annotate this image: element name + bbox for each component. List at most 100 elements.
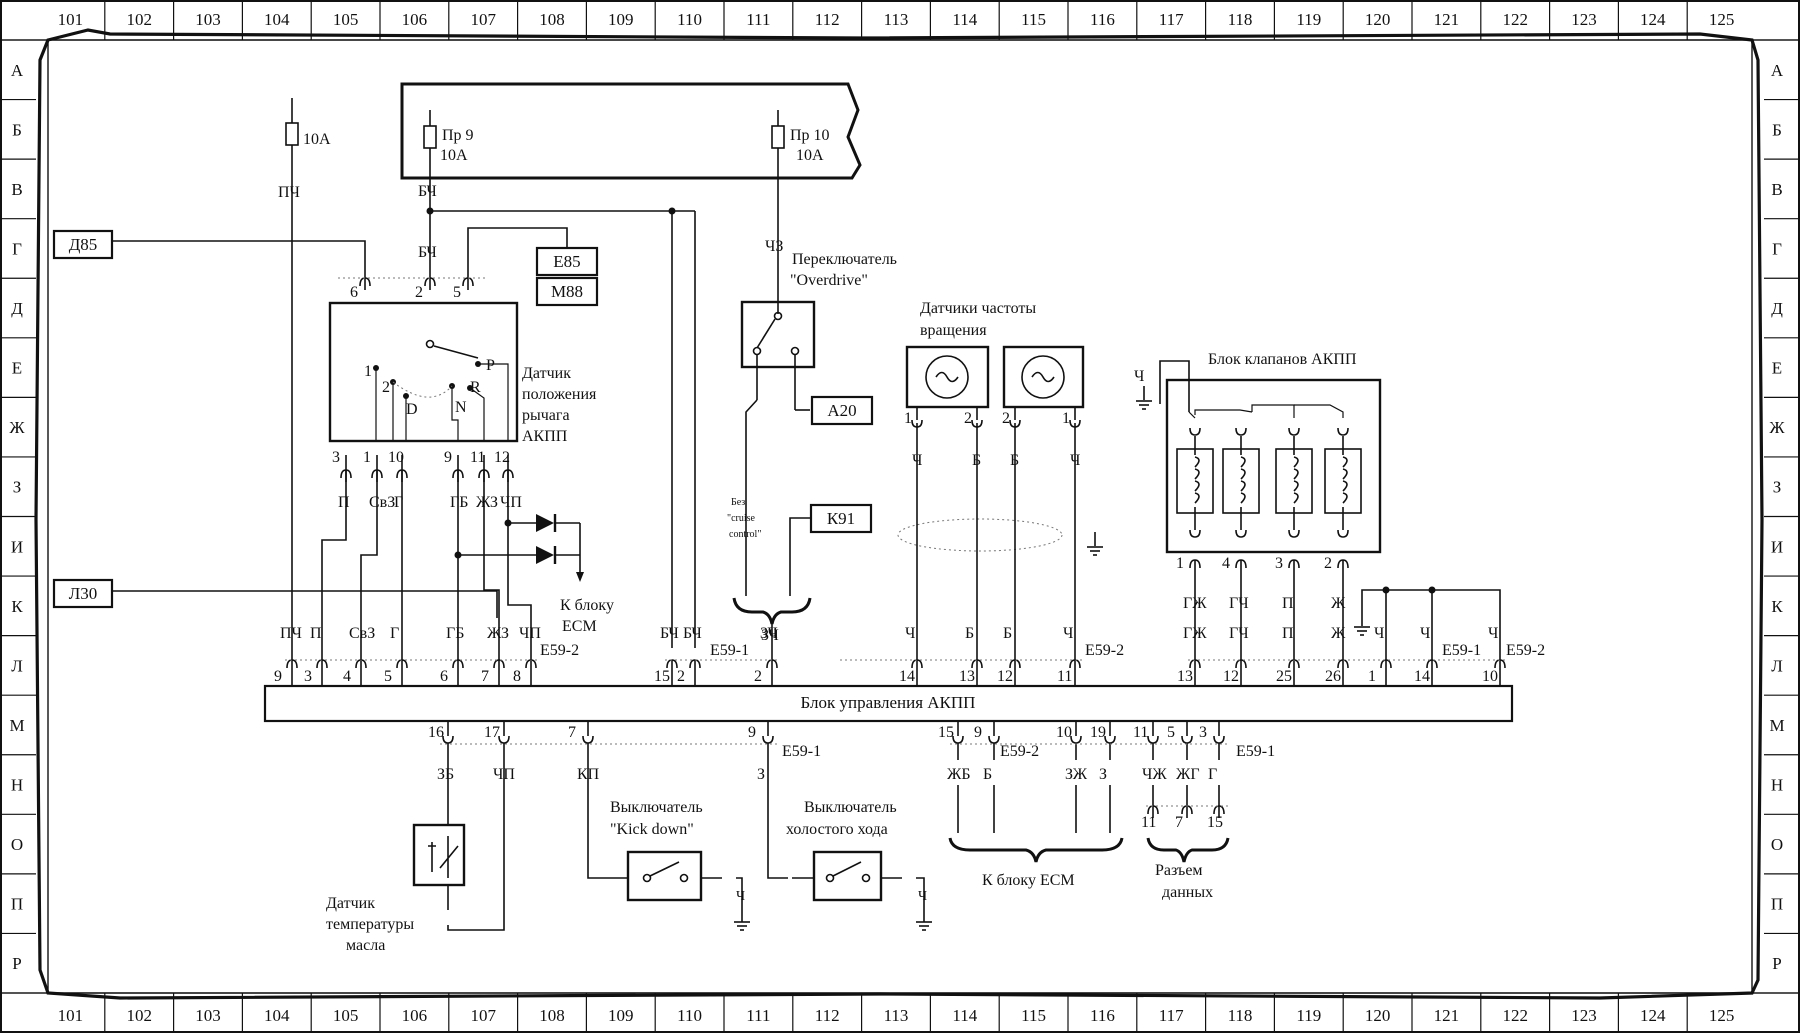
- fuse-1: 10A ПЧ: [278, 98, 331, 230]
- data-pin-15: 15: [1207, 814, 1223, 831]
- lever-top-pin-2: 2: [415, 284, 423, 301]
- row-label-right-О: О: [1771, 835, 1783, 854]
- wire-bch-mid: БЧ: [418, 244, 437, 261]
- tcu-top-connections: ПЧ9П3СвЗ4Г5ГБ6ЖЗ7ЧП8БЧ15БЧ2ЗЧ2Ч14Б13Б12Ч…: [274, 625, 1545, 686]
- column-label-120: 120: [1365, 10, 1391, 29]
- tcu-bottom-pin-9: 9: [974, 724, 982, 741]
- column-label-bottom-111: 111: [746, 1006, 770, 1025]
- connector-pin: [1337, 529, 1349, 538]
- lever-wire-СвЗ: СвЗ: [369, 494, 395, 511]
- tcu-top-pin-14: 14: [899, 668, 915, 685]
- tcu-top-connector-2: Е59-2: [1085, 642, 1124, 659]
- row-label-right-Е: Е: [1772, 359, 1782, 378]
- row-label-right-Л: Л: [1771, 656, 1783, 675]
- tcu-top-pin-9: 9: [274, 668, 282, 685]
- lever-position-1: 1: [364, 363, 372, 380]
- lever-bottom-pin-12: 12: [494, 449, 510, 466]
- row-label-right-М: М: [1769, 716, 1784, 735]
- tcu-top-connector-1: Е59-1: [710, 642, 749, 659]
- connector-pin: [1288, 529, 1300, 538]
- overdrive-title-2: "Overdrive": [790, 272, 868, 289]
- column-label-bottom-124: 124: [1640, 1006, 1666, 1025]
- diode-2: [536, 546, 580, 564]
- column-label-108: 108: [539, 10, 565, 29]
- column-label-111: 111: [746, 10, 770, 29]
- row-label-left-П: П: [11, 895, 23, 914]
- tcu-top-wire-11: Б: [965, 625, 974, 642]
- lever-bottom-pin-10: 10: [388, 449, 404, 466]
- tcu-bottom-wire-Б: Б: [983, 766, 992, 783]
- row-label-right-Б: Б: [1772, 120, 1782, 139]
- column-label-bottom-115: 115: [1021, 1006, 1046, 1025]
- data-pin-7: 7: [1175, 814, 1183, 831]
- valve-wire-ГЧ: ГЧ: [1229, 595, 1249, 612]
- valve-pin-4: 4: [1222, 555, 1230, 572]
- ref-d85: Д85: [52, 229, 366, 278]
- tcu-bottom-wire-З: З: [1099, 766, 1107, 783]
- overdrive-bottom-wire: ЗЧ: [761, 627, 779, 644]
- valve-block-title: Блок клапанов АКПП: [1208, 351, 1357, 368]
- column-label-bottom-117: 117: [1159, 1006, 1184, 1025]
- row-label-right-Н: Н: [1771, 776, 1783, 795]
- column-label-bottom-110: 110: [677, 1006, 702, 1025]
- tcu-bottom-wire-З: З: [757, 766, 765, 783]
- column-label-bottom-112: 112: [815, 1006, 840, 1025]
- idle-title-1: Выключатель: [804, 799, 897, 816]
- tcu-top-pin-13: 13: [1177, 668, 1193, 685]
- column-label-bottom-116: 116: [1090, 1006, 1115, 1025]
- tcu-bottom-wire-ЗЖ: ЗЖ: [1065, 766, 1088, 783]
- oil-title-1: Датчик: [326, 895, 375, 912]
- tcu-top-pin-1: 1: [1368, 668, 1376, 685]
- ref-l30: Л30: [52, 578, 498, 618]
- speed-ground-icon: [1087, 546, 1103, 556]
- tcu-bottom-pin-11: 11: [1133, 724, 1148, 741]
- lever-top-pin-6: 6: [350, 284, 358, 301]
- row-label-right-К: К: [1771, 597, 1783, 616]
- row-label-left-Ж: Ж: [9, 418, 25, 437]
- fuse-1-rating: 10A: [303, 131, 331, 148]
- tcu-bottom-connector-1: Е59-2: [1000, 743, 1039, 760]
- tcu-top-pin-6: 6: [440, 668, 448, 685]
- column-label-113: 113: [884, 10, 909, 29]
- tcu-top-pin-11: 11: [1057, 668, 1072, 685]
- column-label-107: 107: [470, 10, 496, 29]
- fuse-pr10: Пр 10 10A: [771, 110, 830, 175]
- tcu-top-wire-1: П: [310, 625, 322, 642]
- lever-to-tcu-wiring: К блоку ЕСМ: [291, 230, 614, 660]
- connector-pin: [1189, 427, 1201, 436]
- speed-title-1: Датчики частоты: [920, 300, 1036, 317]
- lever-title-2: рычага: [522, 407, 570, 424]
- column-label-121: 121: [1434, 10, 1460, 29]
- kickdown-title-1: Выключатель: [610, 799, 703, 816]
- column-label-bottom-121: 121: [1434, 1006, 1460, 1025]
- column-label-bottom-107: 107: [470, 1006, 496, 1025]
- tcu-top-pin-12: 12: [997, 668, 1013, 685]
- row-label-right-П: П: [1771, 895, 1783, 914]
- lever-wire-П: П: [338, 494, 350, 511]
- lever-title-3: АКПП: [522, 428, 568, 445]
- tcu-bottom-pin-5: 5: [1167, 724, 1175, 741]
- row-label-left-З: З: [13, 478, 22, 497]
- tcu-bottom-pin-10: 10: [1056, 724, 1072, 741]
- tcu-ground-icon: [1354, 600, 1370, 636]
- no-cruise-3: control": [729, 529, 761, 540]
- tcu-title: Блок управления АКПП: [801, 693, 976, 712]
- column-label-bottom-104: 104: [264, 1006, 290, 1025]
- tcu-bottom-pin-9: 9: [748, 724, 756, 741]
- row-label-right-Ж: Ж: [1769, 418, 1785, 437]
- column-label-bottom-106: 106: [402, 1006, 428, 1025]
- row-label-right-А: А: [1771, 61, 1784, 80]
- tcu-top-pin-7: 7: [481, 668, 489, 685]
- fuse-box-outline: [400, 82, 862, 180]
- row-label-right-И: И: [1771, 537, 1783, 556]
- lever-wire-ГБ: ГБ: [450, 494, 468, 511]
- connector-pin: [1235, 529, 1247, 538]
- lever-position-R: R: [470, 379, 481, 396]
- valve-wire-П: П: [1282, 595, 1294, 612]
- tcu-top-wire-7: БЧ: [660, 625, 679, 642]
